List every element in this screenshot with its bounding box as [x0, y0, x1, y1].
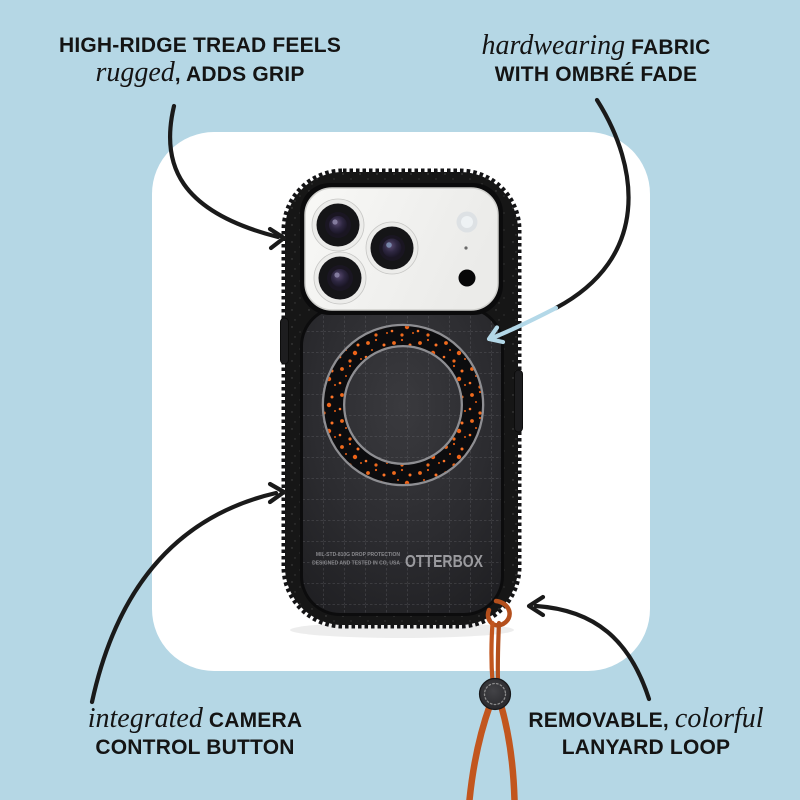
annotation-tread-line1: HIGH-RIDGE TREAD FEELS	[58, 34, 342, 57]
toggle-engraved-text-ring	[483, 682, 507, 706]
camera-lens-top	[311, 198, 365, 252]
arrow-camera-control	[89, 481, 287, 705]
arrow-fabric	[486, 97, 631, 345]
right-side-button	[514, 369, 523, 433]
lanyard-cord-right-strand	[495, 620, 502, 685]
annotation-lanyard: REMOVABLE, colorful LANYARD LOOP	[486, 705, 800, 761]
fabric-grid-pattern	[303, 309, 501, 613]
lanyard	[466, 598, 518, 800]
annotation-tread-em: rugged	[95, 57, 175, 88]
annotation-camera-control: integrated CAMERA CONTROL BUTTON	[30, 705, 360, 761]
lanyard-loop	[485, 598, 512, 628]
annotation-camera-line1: integrated CAMERA	[30, 705, 360, 734]
annotation-tread-rest: , ADDS GRIP	[174, 63, 305, 86]
phone-case: MIL-STD-810G DROP PROTECTION DESIGNED AN…	[280, 168, 523, 629]
annotation-fabric-line1: hardwearing FABRIC	[440, 32, 752, 61]
magsafe-ring	[321, 323, 485, 487]
annotation-tread-line2: rugged, ADDS GRIP	[30, 59, 370, 88]
annotation-camera-rest: CAMERA	[202, 709, 303, 732]
flash-center	[461, 216, 473, 228]
annotation-fabric: hardwearing FABRIC WITH OMBRÉ FADE	[440, 32, 752, 88]
lanyard-cord-left-strand	[489, 620, 495, 685]
lanyard-cord-right	[497, 701, 518, 800]
arrow-fabric-highlight-tip	[486, 305, 559, 345]
mil-spec-print: MIL-STD-810G DROP PROTECTION	[316, 552, 400, 558]
arrow-lanyard	[526, 594, 652, 702]
lanyard-cord-left	[466, 701, 494, 800]
camera-module	[300, 183, 503, 315]
camera-lens-bottom	[313, 251, 367, 305]
annotation-lanyard-line2: LANYARD LOOP	[561, 736, 731, 759]
microphone-dot	[464, 246, 468, 250]
annotation-tread: HIGH-RIDGE TREAD FEELS rugged, ADDS GRIP	[30, 32, 370, 88]
annotation-lanyard-em: colorful	[674, 703, 764, 734]
annotation-lanyard-rest: REMOVABLE,	[528, 709, 675, 732]
annotation-lanyard-line1: REMOVABLE, colorful	[486, 705, 800, 734]
otterbox-logo: OTTERBOX	[405, 551, 483, 571]
annotation-fabric-line2: WITH OMBRÉ FADE	[494, 63, 698, 86]
annotation-camera-em: integrated	[87, 703, 203, 734]
arrow-tread	[167, 103, 287, 251]
lanyard-toggle	[478, 677, 512, 711]
orange-speckle-band	[324, 326, 482, 484]
annotation-camera-line2: CONTROL BUTTON	[95, 736, 295, 759]
annotation-fabric-em: hardwearing	[481, 30, 626, 61]
lidar-sensor	[458, 269, 476, 287]
annotation-fabric-rest: FABRIC	[625, 36, 711, 59]
left-side-button	[280, 317, 289, 365]
camera-lens-middle	[365, 221, 419, 275]
designed-in-print: DESIGNED AND TESTED IN CO, USA	[312, 561, 400, 567]
